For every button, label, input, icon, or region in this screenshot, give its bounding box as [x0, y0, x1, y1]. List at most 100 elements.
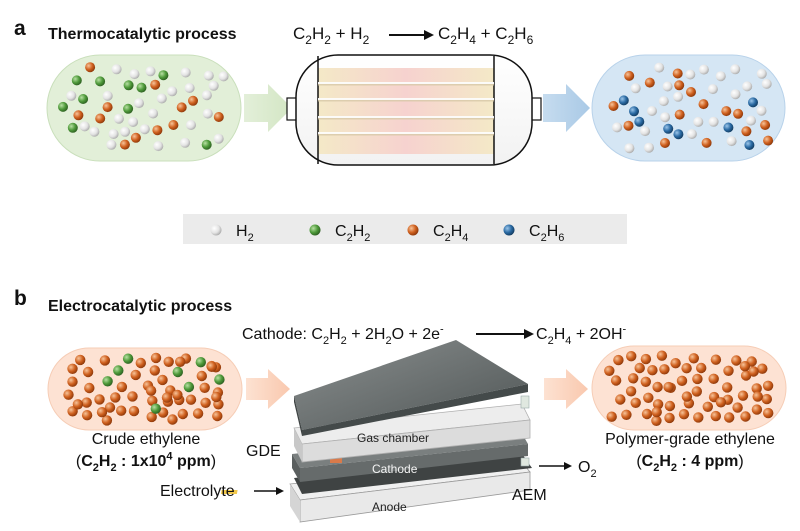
h2-molecule [686, 129, 697, 139]
c2h6-molecule [629, 106, 639, 117]
c2h4-molecule [146, 411, 157, 423]
inlet-arrow [246, 369, 290, 409]
layer-cathode-label: Cathode [372, 462, 418, 476]
polymer-grade-label: Polymer-grade ethylene [605, 431, 775, 448]
h2-molecule [186, 120, 196, 130]
c2h4-molecule [640, 353, 652, 365]
c2h4-molecule [206, 361, 217, 372]
electrolyte-label: Electrolyte [160, 483, 235, 500]
feed-gas-molecules [58, 62, 229, 152]
c2h4-molecule [681, 391, 693, 402]
c2h2-molecule [183, 381, 195, 393]
c2h4-molecule [81, 397, 92, 408]
c2h2-molecule [136, 82, 147, 93]
c2h4-molecule [157, 374, 168, 386]
outlet-arrow [544, 369, 588, 409]
h2-molecule [756, 105, 767, 116]
c2h4-molecule [67, 363, 78, 374]
c2h4-molecule [608, 101, 619, 111]
c2h4-molecule [710, 354, 722, 365]
c2h4-molecule [606, 411, 617, 422]
legend: H2​C2​H2​C2​H4​C2​H6​ [210, 223, 564, 244]
c2h4-molecule [652, 381, 663, 393]
c2h2-molecule [158, 70, 169, 81]
legend-box [183, 214, 627, 244]
c2h4-molecule [172, 389, 183, 401]
c2h4-molecule [84, 382, 95, 394]
legend-h2-swatch [210, 224, 222, 236]
panel-b-equation-right: C2​H4​ + 2OH-​ [536, 323, 627, 347]
c2h2-molecule [123, 80, 134, 91]
c2h2-molecule [123, 103, 134, 114]
h2-molecule [108, 129, 119, 139]
c2h4-molecule [660, 138, 670, 148]
c2h4-molecule [621, 409, 632, 420]
c2h4-molecule [630, 397, 641, 408]
panel-a-equation-left: C2​H2​ + H2​ [293, 24, 370, 47]
h2-molecule [707, 84, 718, 95]
c2h4-molecule [168, 120, 179, 130]
h2-molecule [640, 126, 651, 137]
c2h4-molecule [200, 397, 211, 408]
c2h4-molecule [691, 386, 702, 397]
legend-h2-label: H2​ [236, 223, 254, 244]
c2h4-molecule [72, 399, 84, 410]
h2-molecule [145, 66, 156, 77]
c2h4-molecule [672, 68, 683, 79]
h2-molecule [624, 143, 635, 154]
c2h4-molecule [670, 358, 681, 369]
c2h4-molecule [163, 356, 174, 367]
legend-c2h4-swatch [407, 224, 419, 236]
c2h4-molecule [763, 135, 774, 146]
c2h4-molecule [73, 110, 84, 121]
c2h6-molecule [748, 97, 758, 108]
c2h4-molecule [693, 412, 704, 423]
layer-gas-chamber-label: Gas chamber [357, 431, 429, 445]
electrolyte-arrow [254, 487, 284, 495]
c2h4-molecule [615, 394, 626, 405]
c2h4-molecule [715, 397, 727, 408]
c2h4-molecule [145, 385, 157, 396]
c2h2-molecule [67, 122, 78, 133]
c2h4-molecule [701, 137, 712, 148]
product-arrow [543, 84, 590, 132]
c2h4-molecule [149, 365, 160, 376]
c2h4-molecule [708, 373, 719, 384]
h2-molecule [612, 122, 623, 133]
c2h4-molecule [760, 120, 771, 130]
c2h4-molecule [167, 414, 178, 425]
c2h4-molecule [130, 369, 141, 381]
c2h4-molecule [102, 102, 113, 113]
c2h4-molecule [681, 363, 692, 374]
h2-molecule [685, 69, 696, 80]
c2h6-molecule [634, 116, 645, 127]
h2-molecule [66, 90, 77, 101]
h2-molecule [201, 90, 212, 101]
h2-molecule [102, 90, 113, 101]
c2h6-molecule [723, 122, 734, 133]
c2h4-molecule [659, 364, 670, 375]
c2h4-molecule [678, 409, 690, 420]
polymer-grade-molecules [604, 350, 774, 426]
h2-molecule [167, 86, 178, 97]
c2h4-molecule [96, 407, 108, 418]
c2h4-molecule [623, 120, 634, 131]
c2h4-molecule [731, 355, 742, 366]
c2h4-molecule [211, 391, 222, 403]
c2h4-molecule [710, 410, 721, 422]
c2h4-molecule [664, 400, 676, 412]
c2h4-molecule [741, 126, 752, 137]
c2h4-molecule [177, 408, 188, 420]
c2h4-molecule [724, 412, 735, 423]
h2-molecule [730, 89, 741, 100]
panel-a-title: Thermocatalytic process [48, 26, 237, 43]
h2-molecule [761, 78, 772, 89]
c2h4-molecule [625, 386, 637, 397]
oxygen-label: O2​ [578, 459, 597, 480]
c2h4-molecule [748, 366, 759, 377]
c2h4-molecule [732, 402, 743, 413]
h2-molecule [111, 64, 122, 75]
c2h4-molecule [63, 389, 74, 400]
oxygen-arrow [539, 462, 572, 470]
c2h4-molecule [185, 394, 197, 405]
